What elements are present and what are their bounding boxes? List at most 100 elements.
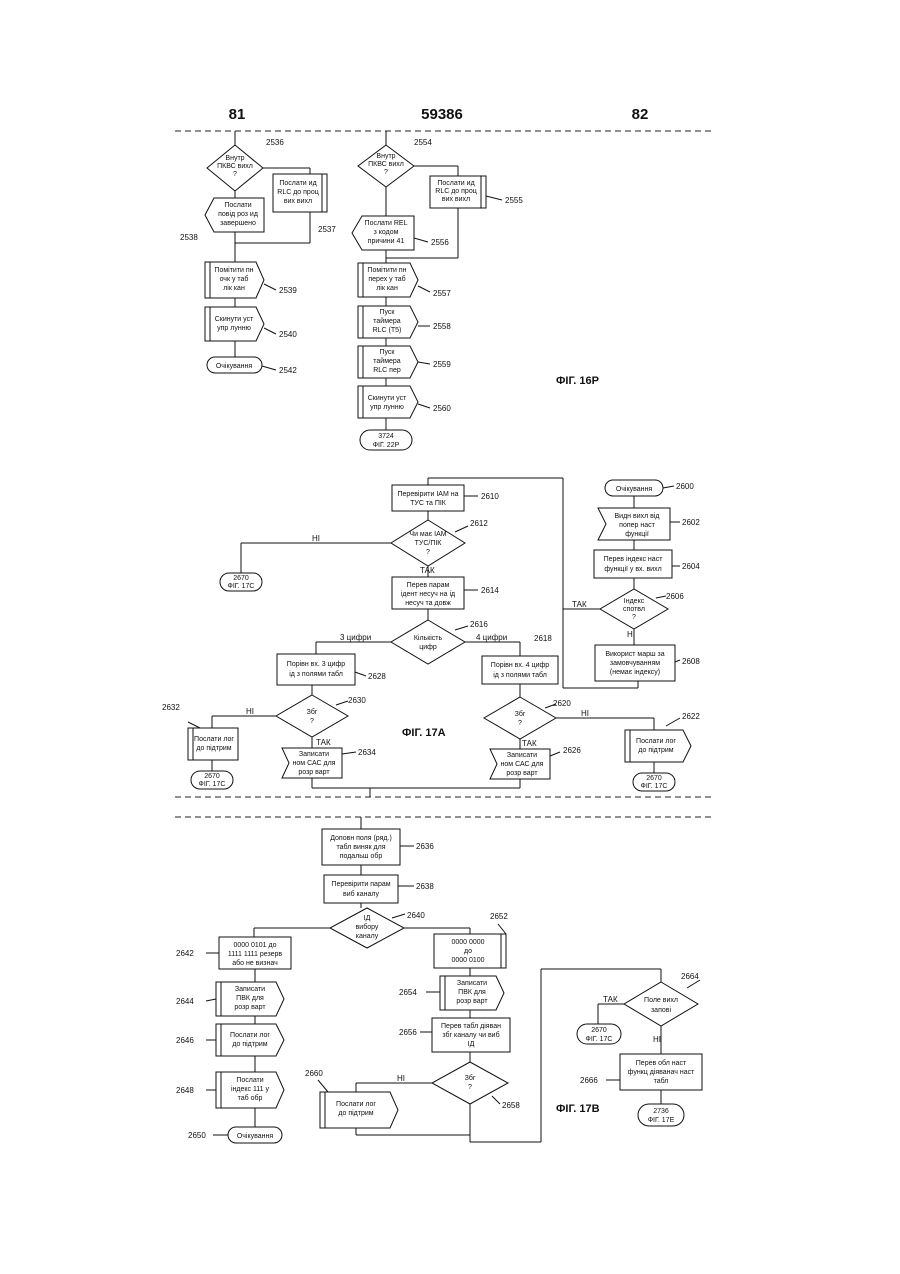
node-2670d-line2: ФІГ. 17С — [586, 1036, 613, 1043]
node-2646-line1: Послати лог — [230, 1032, 270, 1039]
node-2554-line3: ? — [384, 169, 388, 176]
process-2628 — [277, 654, 355, 685]
ref-2630: 2630 — [348, 696, 366, 705]
node-2658-line2: ? — [468, 1084, 472, 1091]
connector — [455, 626, 468, 630]
node-2638-line1: Перевірити парам — [331, 880, 390, 888]
ref-2620: 2620 — [553, 699, 571, 708]
node-2670a-line2: ФІГ. 17С — [228, 583, 255, 590]
connector — [262, 366, 276, 370]
node-2610-line2: ТУС та ПІК — [410, 500, 447, 507]
node-2608-line3: (немає індексу) — [610, 668, 660, 676]
ref-2542: 2542 — [279, 366, 297, 375]
ref-2660: 2660 — [305, 1069, 323, 1078]
connector — [455, 526, 468, 532]
connector — [318, 1080, 328, 1092]
node-2538-line3: завершено — [220, 220, 256, 227]
ref-2626: 2626 — [563, 746, 581, 755]
node-2670c-line1: 2670 — [646, 775, 662, 782]
ref-2616: 2616 — [470, 620, 488, 629]
node-2644-line2: ПВК для — [236, 995, 264, 1002]
connector — [264, 328, 276, 334]
ref-2664: 2664 — [681, 972, 699, 981]
ref-2638: 2638 — [416, 882, 434, 891]
node-2628-line2: ід з полями табл — [289, 670, 343, 678]
process-2604 — [594, 550, 672, 578]
ref-2656: 2656 — [399, 1028, 417, 1037]
node-2670d-line1: 2670 — [591, 1027, 607, 1034]
ref-2555: 2555 — [505, 196, 523, 205]
node-2556-line2: з кодом — [374, 229, 399, 236]
decision-2630 — [276, 695, 348, 737]
node-2606-line2: спотвл — [623, 606, 645, 613]
node-2636-line2: табл виняк для — [337, 843, 386, 851]
node-2559-line1: Пуск — [379, 349, 395, 356]
ref-2658: 2658 — [502, 1101, 520, 1110]
node-2537-line1: Послати ид — [279, 180, 316, 187]
process-2618 — [482, 656, 558, 684]
decision-2664 — [624, 982, 698, 1026]
node-2604-line2: функції у вх. вихл — [604, 565, 661, 573]
node-2618-line2: ід з полями табл — [493, 671, 547, 679]
label-tak-2664: ТАК — [603, 995, 618, 1004]
node-2606-line1: Індекс — [624, 598, 645, 605]
connector — [656, 596, 666, 598]
ref-2632: 2632 — [162, 703, 180, 712]
ref-2654: 2654 — [399, 988, 417, 997]
node-2620-line2: ? — [518, 720, 522, 727]
ref-2559: 2559 — [433, 360, 451, 369]
node-2736-line2: ФІГ. 17Е — [648, 1117, 675, 1124]
page-number-right: 82 — [632, 106, 649, 123]
node-2558-line1: Пуск — [379, 309, 395, 316]
node-2602-line2: попер наст — [619, 522, 655, 529]
node-2660-line2: до підтрим — [338, 1109, 373, 1117]
connector — [418, 286, 430, 292]
connector — [264, 284, 276, 290]
node-2538-line2: повід роз ид — [218, 210, 258, 218]
node-2614-line1: Перев парам — [407, 582, 450, 589]
node-2656-line1: Перев табл діяван — [441, 1022, 501, 1030]
ref-2628: 2628 — [368, 672, 386, 681]
send-2646 — [216, 1024, 284, 1056]
ref-2536: 2536 — [266, 138, 284, 147]
node-2660-line1: Послати лог — [336, 1101, 376, 1108]
ref-2560: 2560 — [433, 404, 451, 413]
node-2664-line2: запові — [651, 1006, 672, 1014]
node-2634-line1: Записати — [299, 751, 329, 758]
connector — [342, 752, 356, 754]
figure-17a: Перевірити IAM на ТУС та ПІК 2610 Чи має… — [162, 478, 700, 797]
decision-2658 — [432, 1062, 508, 1104]
node-2626-line1: Записати — [507, 752, 537, 759]
node-3724-line1: 3724 — [378, 433, 394, 440]
node-2642-line2: 1111 1111 резерв — [228, 951, 282, 958]
node-2610-line1: Перевірити IAM на — [398, 490, 459, 498]
connector — [663, 486, 674, 488]
node-2638-line2: виб каналу — [343, 890, 380, 898]
ref-2618: 2618 — [534, 634, 552, 643]
ref-2557: 2557 — [433, 289, 451, 298]
node-2654-line3: розр варт — [456, 998, 488, 1005]
ref-2622: 2622 — [682, 712, 700, 721]
figure-16p-label: ФІГ. 16Р — [556, 375, 599, 387]
node-2654-line1: Записати — [457, 980, 487, 987]
connector — [392, 914, 405, 918]
node-2540-line2: упр лунню — [217, 325, 251, 332]
node-2558-line3: RLC (T5) — [373, 327, 402, 334]
connector — [336, 701, 348, 705]
node-2542-line1: Очікування — [216, 362, 253, 370]
process-2610 — [392, 485, 464, 511]
node-2626-line2: ном САС для — [501, 761, 544, 768]
label-tak-2630: ТАК — [316, 738, 331, 747]
node-2656-line3: ІД — [468, 1041, 475, 1048]
ref-2640: 2640 — [407, 911, 425, 920]
node-2630-line1: Збг — [307, 708, 318, 716]
label-four-digits: 4 цифри — [476, 633, 507, 642]
node-2632-line2: до підтрим — [196, 744, 231, 752]
label-three-digits: 3 цифри — [340, 633, 371, 642]
figure-17a-label: ФІГ. 17А — [402, 727, 446, 739]
ref-2600: 2600 — [676, 482, 694, 491]
node-2537-line3: вих вихл — [284, 198, 312, 205]
node-2626-line3: розр варт — [506, 770, 538, 777]
ref-2614: 2614 — [481, 586, 499, 595]
node-2536-line2: ПКВС вихл — [217, 163, 253, 170]
